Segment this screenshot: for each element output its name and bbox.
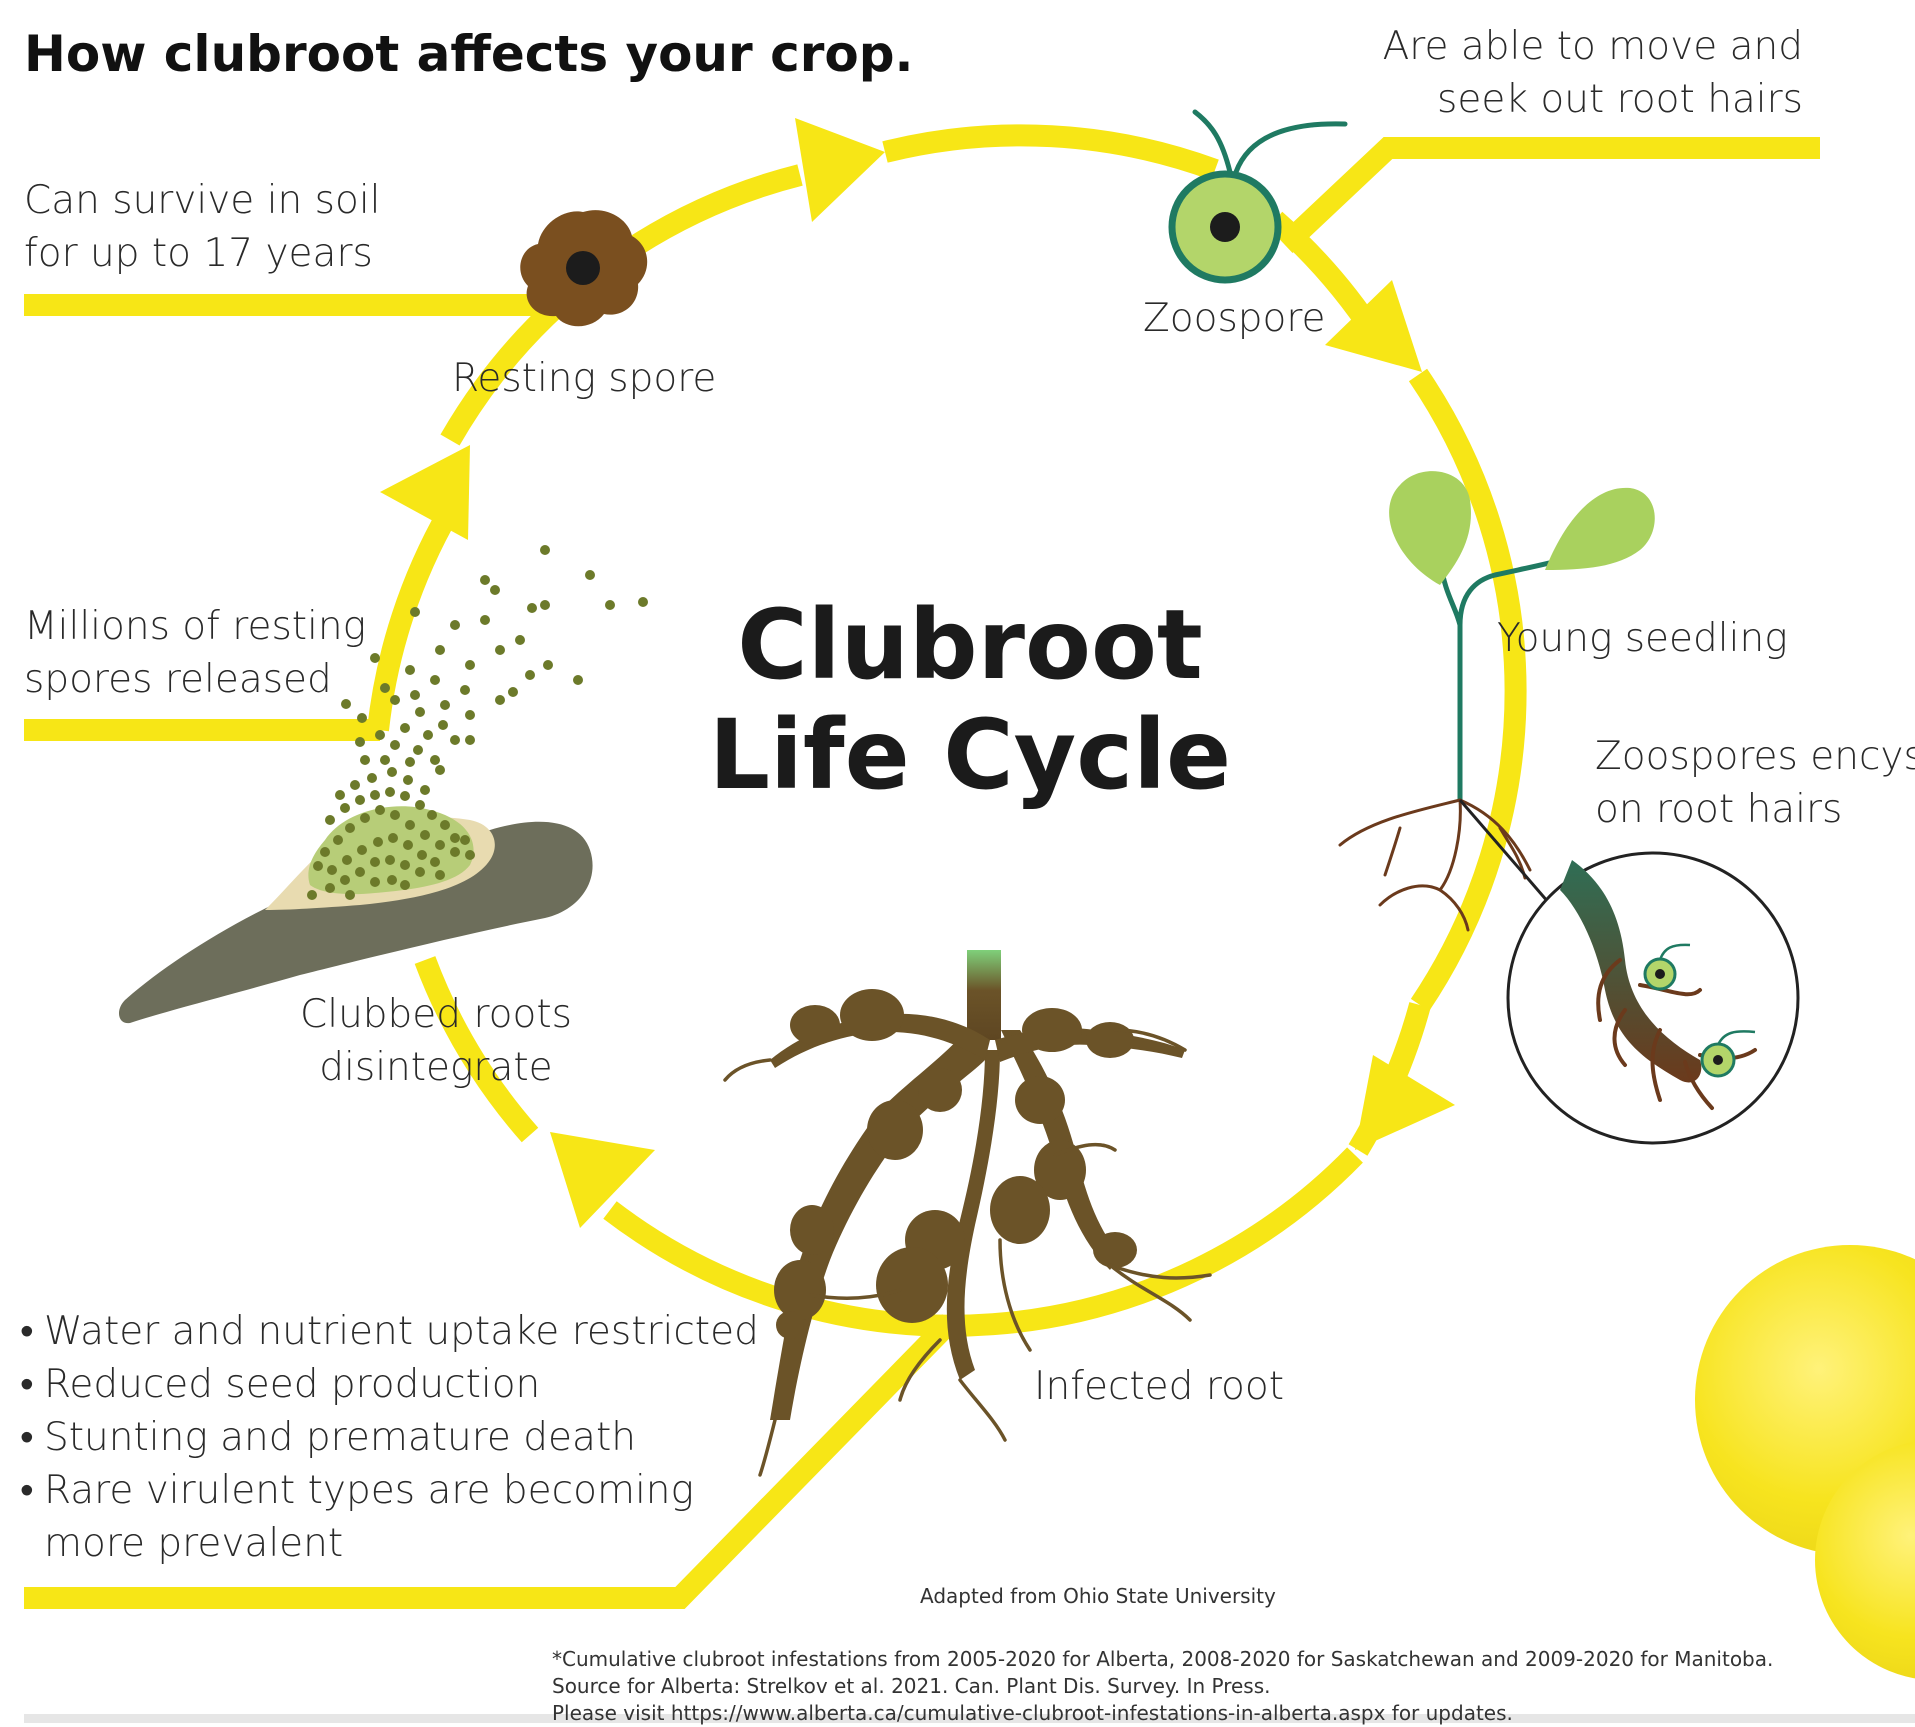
callout-move-line-1: Are able to move and — [1383, 20, 1803, 73]
bullet-glyph: • — [20, 1358, 34, 1411]
stage-label-infected-root: Infected root — [1034, 1360, 1284, 1413]
effect-text: Water and nutrient uptake restricted — [44, 1309, 759, 1354]
effect-item: •Water and nutrient uptake restricted — [18, 1305, 759, 1358]
footnote-line-1: *Cumulative clubroot infestations from 2… — [552, 1646, 1773, 1673]
arc-top — [885, 135, 1215, 170]
magnified-root-hair-icon — [1508, 853, 1798, 1143]
effect-text: Stunting and premature death — [44, 1415, 636, 1460]
decorative-canola-blob — [1695, 1245, 1915, 1680]
bullet-glyph: • — [20, 1305, 34, 1358]
seedling-leaf-left — [1389, 471, 1471, 585]
stage-label-resting-spore: Resting spore — [452, 352, 716, 405]
callout-survive-line-1: Can survive in soil — [24, 174, 381, 227]
seedling-leaf-right — [1545, 488, 1655, 570]
callout-survive-line-2: for up to 17 years — [24, 227, 381, 280]
bullet-glyph: • — [20, 1464, 34, 1517]
callout-encyst: Zoospores encyst on root hairs — [1595, 730, 1915, 836]
stage-label-zoospore: Zoospore — [1143, 292, 1326, 345]
center-title: Clubroot Life Cycle — [690, 590, 1250, 810]
callout-millions: Millions of resting spores released — [24, 600, 366, 706]
footnote-line-2: Source for Alberta: Strelkov et al. 2021… — [552, 1673, 1773, 1700]
effect-item-continuation: more prevalent — [18, 1517, 759, 1570]
callout-move-line-2: seek out root hairs — [1383, 73, 1803, 126]
attribution: Adapted from Ohio State University — [920, 1583, 1276, 1610]
center-title-line-2: Life Cycle — [690, 700, 1250, 810]
callout-move: Are able to move and seek out root hairs — [1383, 20, 1803, 126]
stage-label-clubbed-roots: Clubbed roots disintegrate — [300, 988, 572, 1094]
callout-survive: Can survive in soil for up to 17 years — [24, 174, 381, 280]
clubbed-roots-line-2: disintegrate — [300, 1041, 572, 1094]
clubbed-roots-line-1: Clubbed roots — [300, 988, 572, 1041]
callout-encyst-line-2: on root hairs — [1595, 783, 1915, 836]
page-title: How clubroot affects your crop. — [24, 22, 914, 86]
connector-move — [1285, 148, 1820, 245]
stage-label-young-seedling: Young seedling — [1497, 612, 1788, 665]
bullet-glyph: • — [20, 1411, 34, 1464]
arc-right — [1418, 375, 1516, 1005]
effect-item: •Reduced seed production — [18, 1358, 759, 1411]
arrowhead-bottom-left — [550, 1132, 655, 1228]
effects-list: •Water and nutrient uptake restricted •R… — [18, 1305, 759, 1570]
effect-text: Rare virulent types are becoming — [44, 1468, 694, 1513]
resting-spore-icon — [520, 210, 647, 326]
arrowhead-top — [795, 118, 885, 222]
callout-encyst-line-1: Zoospores encyst — [1595, 730, 1915, 783]
callout-millions-line-1: Millions of resting — [24, 600, 366, 653]
footnote: *Cumulative clubroot infestations from 2… — [552, 1646, 1773, 1727]
arrowhead-left — [380, 445, 470, 540]
center-title-line-1: Clubroot — [690, 590, 1250, 700]
effect-text: Reduced seed production — [44, 1362, 540, 1407]
callout-millions-line-2: spores released — [24, 653, 366, 706]
effect-item: •Stunting and premature death — [18, 1411, 759, 1464]
effect-item: •Rare virulent types are becoming — [18, 1464, 759, 1517]
